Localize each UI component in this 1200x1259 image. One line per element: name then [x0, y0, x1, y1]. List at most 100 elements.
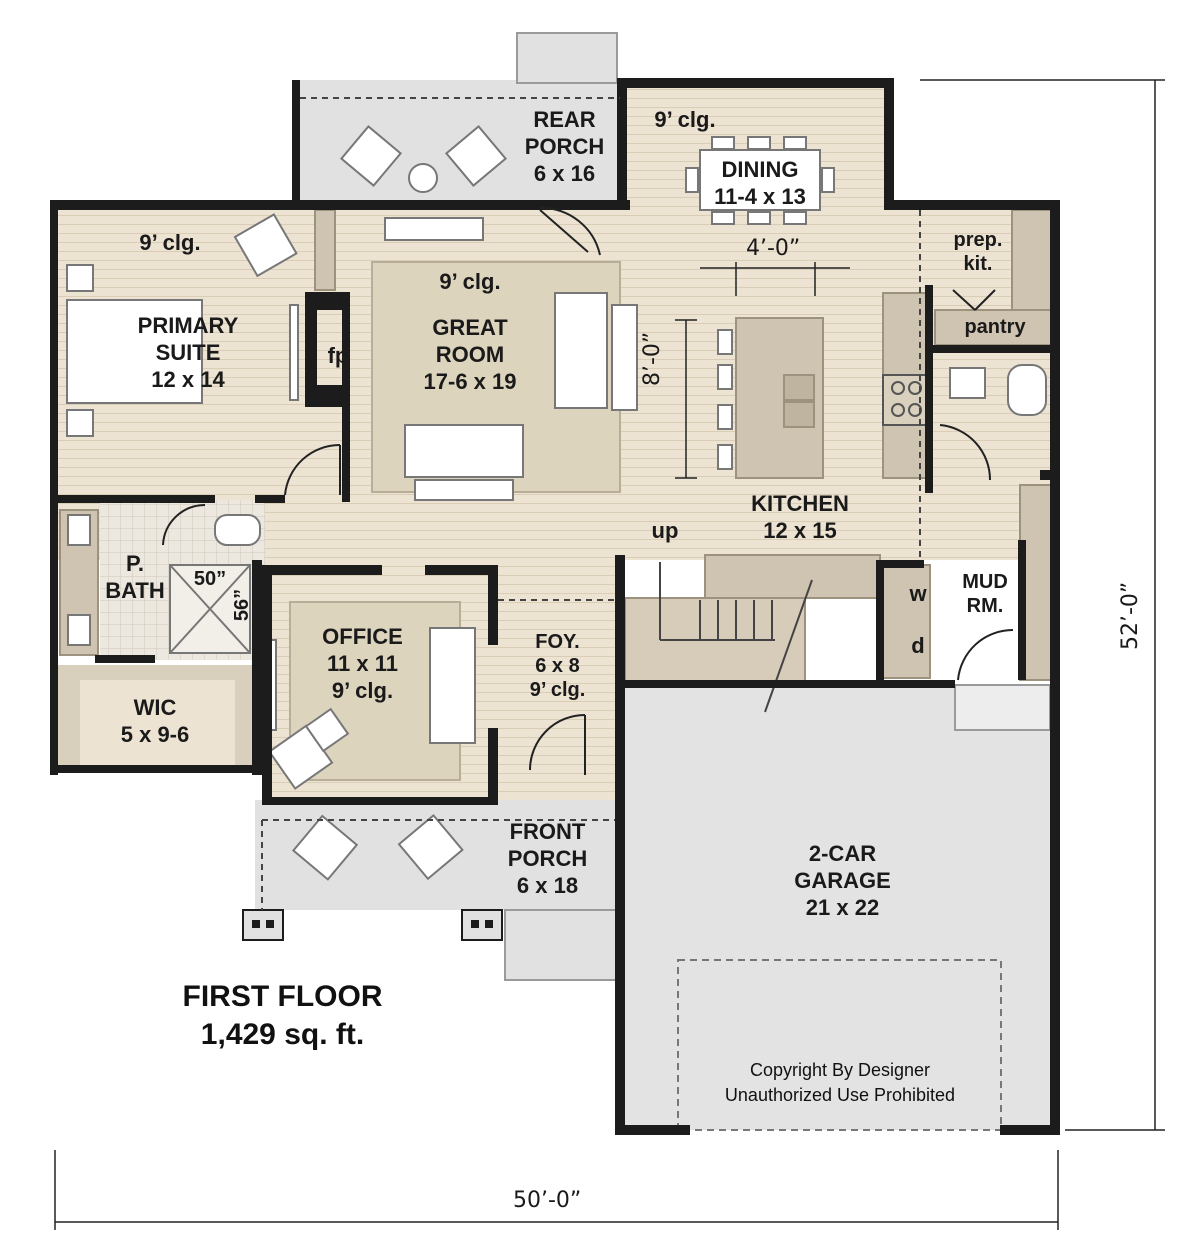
bedroom-furniture — [66, 213, 299, 437]
bath-fixtures — [67, 364, 1047, 654]
front-porch-label: FRONT PORCH 6 x 18 — [490, 818, 605, 899]
pantry-shelf — [934, 309, 1056, 346]
sofa — [554, 292, 608, 409]
copyright-line-2: Unauthorized Use Prohibited — [724, 1085, 956, 1105]
washer-label: w — [909, 581, 927, 606]
porch-edges — [261, 97, 921, 910]
dimension-lines — [54, 79, 1165, 1230]
office-sofa — [429, 627, 476, 744]
sink-left — [783, 374, 815, 401]
laundry-cabinet — [879, 564, 931, 679]
island-stools — [717, 329, 733, 470]
wic-center — [80, 680, 235, 765]
wic-size: 5 x 9-6 — [120, 722, 190, 747]
foyer-label: FOY. 6 x 8 9’ clg. — [510, 630, 605, 702]
dining-table — [685, 136, 835, 225]
mud-room-2: RM. — [966, 595, 1004, 617]
pantry-label: pantry — [964, 316, 1026, 338]
primary-suite-label: PRIMARY SUITE 12 x 14 — [118, 312, 258, 393]
p-bath-label: P. BATH — [95, 550, 175, 604]
primary-name-1: PRIMARY — [137, 313, 239, 338]
prep-kitchen-label: prep. kit. — [938, 228, 1018, 276]
rear-porch-label: REAR PORCH 6 x 16 — [517, 106, 612, 187]
stairs-up-label: up — [651, 518, 679, 543]
doors — [162, 206, 1014, 775]
overall-depth-dim: 52’-0” — [1118, 581, 1143, 650]
stairs — [659, 562, 813, 713]
wic-name: WIC — [133, 695, 177, 720]
dining-name: DINING — [721, 157, 799, 182]
great-room-name-2: ROOM — [435, 342, 505, 367]
copyright: Copyright By Designer Unauthorized Use P… — [695, 1058, 985, 1108]
kitchen-label: KITCHEN 12 x 15 — [730, 490, 870, 544]
half-bath-sink — [949, 367, 986, 399]
bedroom-dresser — [289, 304, 299, 401]
p-bath-1: P. — [126, 551, 144, 576]
primary-name-2: SUITE — [155, 340, 221, 365]
floor-title-area: 1,429 sq. ft. — [200, 1018, 365, 1051]
fp-built-in — [314, 209, 336, 291]
foyer-ceiling: 9’ clg. — [529, 679, 586, 701]
kitchen-name: KITCHEN — [751, 491, 849, 516]
great-room-ceiling: 9’ clg. — [439, 269, 501, 294]
bedroom-chair — [233, 213, 298, 278]
fireplace-label: fp — [327, 343, 349, 368]
porch-chairs — [291, 125, 507, 881]
garage-step — [954, 684, 1051, 731]
foyer-name: FOY. — [535, 631, 580, 653]
console — [384, 217, 484, 241]
front-porch-name-2: PORCH — [507, 846, 588, 871]
rear-porch-size: 6 x 16 — [533, 161, 596, 186]
range — [882, 374, 929, 426]
mud-room-1: MUD — [962, 571, 1008, 593]
side-table — [611, 304, 638, 411]
rear-steps — [516, 32, 618, 84]
shower-depth: 56” — [231, 588, 253, 622]
island-width-dim: 4’-0” — [746, 236, 801, 261]
mud-room-label: MUD RM. — [945, 570, 1025, 618]
great-room-label: GREAT ROOM 17-6 x 19 — [405, 314, 535, 395]
shower-width: 50” — [193, 568, 227, 590]
garage-name-1: 2-CAR — [808, 841, 877, 866]
floor-title: FIRST FLOOR 1,429 sq. ft. — [150, 978, 415, 1054]
prep-counter — [1011, 209, 1053, 311]
garage-floor — [620, 685, 1060, 1130]
prep-kitchen-1: prep. — [953, 229, 1003, 251]
walls — [50, 78, 1060, 1135]
office-size: 11 x 11 — [327, 651, 398, 676]
copyright-line-1: Copyright By Designer — [749, 1060, 931, 1080]
stair-landing-cabinet — [704, 554, 881, 599]
great-room-size: 17-6 x 19 — [423, 369, 517, 394]
office-ceiling: 9’ clg. — [331, 678, 394, 703]
front-steps — [504, 909, 621, 981]
nightstand-bottom — [66, 409, 94, 437]
nightstand-top — [66, 264, 94, 292]
dining-size: 11-4 x 13 — [714, 184, 806, 209]
office-ottoman — [304, 707, 350, 753]
loveseat — [404, 424, 524, 478]
front-porch-size: 6 x 18 — [516, 873, 579, 898]
floors — [55, 32, 1060, 1131]
p-bath-2: BATH — [105, 578, 165, 603]
toilet — [214, 514, 261, 546]
front-porch-name-1: FRONT — [509, 819, 586, 844]
foyer-size: 6 x 8 — [535, 655, 580, 677]
office-name: OFFICE — [322, 624, 403, 649]
wic-label: WIC 5 x 9-6 — [95, 694, 215, 748]
rear-porch-name-2: PORCH — [524, 134, 605, 159]
garage-size: 21 x 22 — [805, 895, 880, 920]
primary-ceiling: 9’ clg. — [139, 230, 201, 255]
dryer-label: d — [911, 633, 925, 658]
garage-door-swing — [677, 959, 1002, 1131]
great-room-name-1: GREAT — [432, 315, 508, 340]
office-label: OFFICE 11 x 11 9’ clg. — [300, 623, 425, 704]
floor-title-name: FIRST FLOOR — [182, 980, 383, 1013]
great-room-furniture — [384, 217, 638, 501]
garage-name-2: GARAGE — [794, 868, 891, 893]
island-length-dim: 8’-0” — [640, 331, 665, 386]
primary-size: 12 x 14 — [151, 367, 225, 392]
prep-kitchen-2: kit. — [963, 253, 993, 275]
sink-right — [783, 401, 815, 428]
half-bath-toilet — [1007, 364, 1047, 416]
